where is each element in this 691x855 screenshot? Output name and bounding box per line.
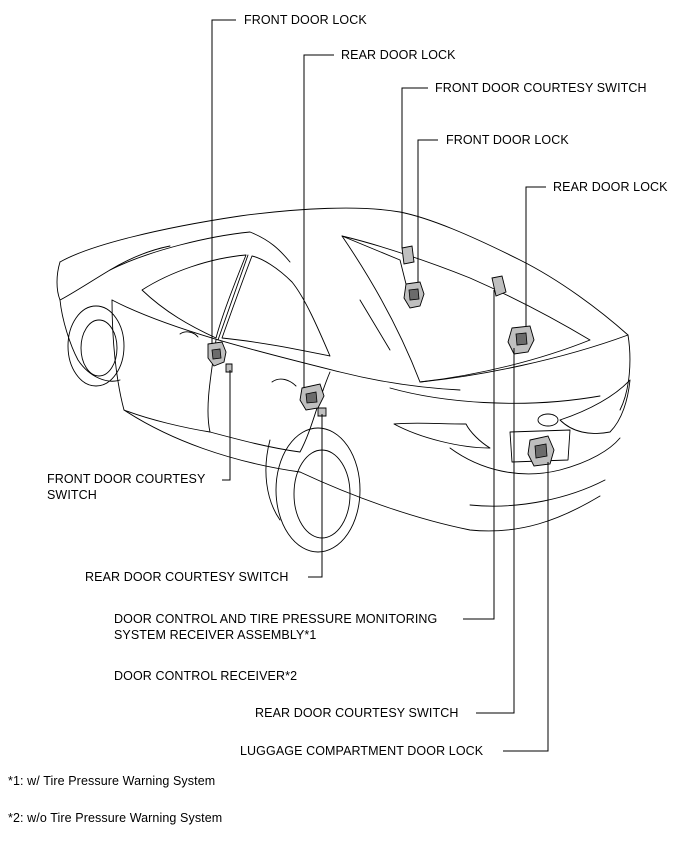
- rear-door-lock-right-part: [507, 325, 535, 355]
- label-rear-door-lock-left: REAR DOOR LOCK: [341, 48, 456, 62]
- front-door-courtesy-switch-left-part: [225, 363, 233, 373]
- footnote-1: *1: w/ Tire Pressure Warning System: [8, 774, 216, 788]
- label-door-control-tpms-receiver-line1: DOOR CONTROL AND TIRE PRESSURE MONITORIN…: [114, 612, 438, 626]
- front-door-lock-right-part: [403, 281, 425, 309]
- leader-lines: [211, 19, 549, 752]
- footnote-2: *2: w/o Tire Pressure Warning System: [8, 811, 223, 825]
- label-rear-door-courtesy-switch-left: REAR DOOR COURTESY SWITCH: [85, 570, 289, 584]
- label-door-control-receiver: DOOR CONTROL RECEIVER*2: [114, 669, 298, 683]
- label-front-door-lock-right: FRONT DOOR LOCK: [446, 133, 569, 147]
- label-door-control-tpms-receiver-line2: SYSTEM RECEIVER ASSEMBLY*1: [114, 628, 317, 642]
- label-front-door-courtesy-switch-left-line1: FRONT DOOR COURTESY: [47, 472, 206, 486]
- label-rear-door-lock-right: REAR DOOR LOCK: [553, 180, 668, 194]
- label-front-door-lock-left: FRONT DOOR LOCK: [244, 13, 367, 27]
- rear-door-courtesy-switch-left-part: [317, 407, 327, 417]
- label-front-door-courtesy-switch-right: FRONT DOOR COURTESY SWITCH: [435, 81, 647, 95]
- door-control-receiver-part: [491, 275, 507, 297]
- label-luggage-compartment-door-lock: LUGGAGE COMPARTMENT DOOR LOCK: [240, 744, 484, 758]
- rear-door-lock-left-part: [299, 383, 325, 411]
- front-door-courtesy-switch-right-part: [401, 245, 415, 265]
- luggage-compartment-door-lock-part: [527, 435, 555, 467]
- label-front-door-courtesy-switch-left-line2: SWITCH: [47, 488, 97, 502]
- front-door-lock-left-part: [207, 341, 227, 367]
- label-rear-door-courtesy-switch-right: REAR DOOR COURTESY SWITCH: [255, 706, 459, 720]
- car-outline: [56, 207, 631, 553]
